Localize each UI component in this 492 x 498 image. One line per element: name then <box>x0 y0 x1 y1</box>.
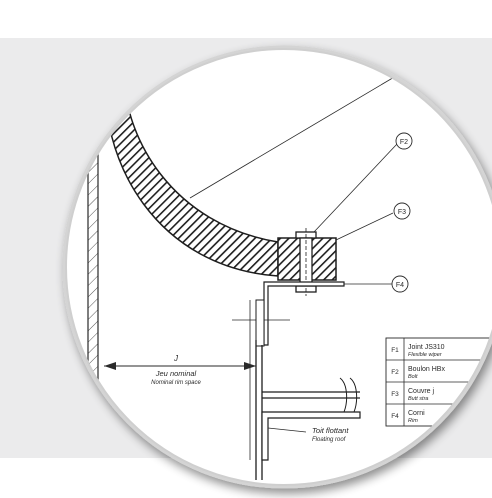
legend-row: F3 Couvre j Butt stra <box>391 388 434 402</box>
callout-f4: F4 <box>391 275 409 293</box>
detail-circle-outline <box>65 48 492 486</box>
svg-text:Joint JS310: Joint JS310 <box>408 344 445 351</box>
dimension-label-en: Nominal rim space <box>151 380 201 386</box>
dimension-symbol: J <box>173 354 179 363</box>
roof-label: Toit flottant Floating roof <box>267 426 349 443</box>
svg-text:Rim: Rim <box>408 418 418 424</box>
svg-text:Flexible wiper: Flexible wiper <box>408 352 443 358</box>
svg-text:F2: F2 <box>400 139 408 146</box>
svg-text:Couvre j: Couvre j <box>408 388 435 395</box>
legend-row: F2 Boulon HBx Bolt <box>391 366 445 380</box>
svg-text:F2: F2 <box>391 369 399 376</box>
svg-text:F4: F4 <box>391 413 399 420</box>
svg-text:F1: F1 <box>391 347 399 354</box>
svg-text:Boulon HBx: Boulon HBx <box>408 366 445 373</box>
dimension-label-fr: Jeu nominal <box>155 369 197 378</box>
legend-row: F1 Joint JS310 Flexible wiper <box>391 344 444 358</box>
svg-text:Bolt: Bolt <box>408 374 418 380</box>
callout-f3: F3 <box>393 202 411 220</box>
svg-text:Corni: Corni <box>408 410 425 417</box>
svg-text:Butt stra: Butt stra <box>408 396 428 402</box>
rim-angle <box>232 281 345 460</box>
callout-f2: F2 <box>395 132 413 150</box>
rim-space-dimension: J Jeu nominal Nominal rim space <box>104 354 256 386</box>
floating-roof <box>255 340 361 480</box>
svg-text:F3: F3 <box>391 391 399 398</box>
svg-text:F4: F4 <box>396 282 404 289</box>
callout-leaders <box>189 75 398 285</box>
roof-label-en: Floating roof <box>312 437 347 443</box>
legend-row: F4 Corni Rim <box>391 410 425 424</box>
roof-label-fr: Toit flottant <box>312 426 349 435</box>
svg-text:F3: F3 <box>398 209 406 216</box>
